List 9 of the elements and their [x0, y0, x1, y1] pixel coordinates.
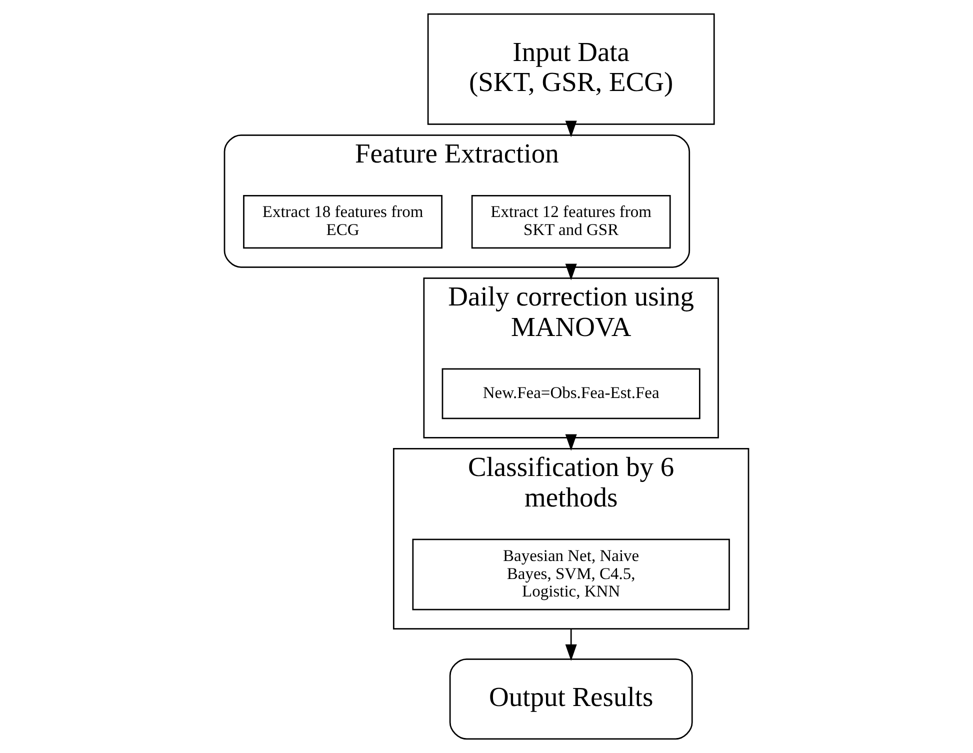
node-box: New.Fea=Obs.Fea-Est.Fea: [442, 368, 700, 420]
arrow: [565, 264, 577, 280]
node-box: Extract 18 features from ECG: [243, 194, 442, 249]
arrow: [565, 434, 577, 451]
node-box: Bayesian Net, Naive Bayes, SVM, C4.5, Logistic, KNN: [412, 538, 730, 610]
arrow: [565, 120, 577, 138]
node-box: Output Results: [449, 658, 693, 740]
arrow: [565, 628, 577, 661]
node-box: Extract 12 features from SKT and GSR: [471, 194, 671, 249]
